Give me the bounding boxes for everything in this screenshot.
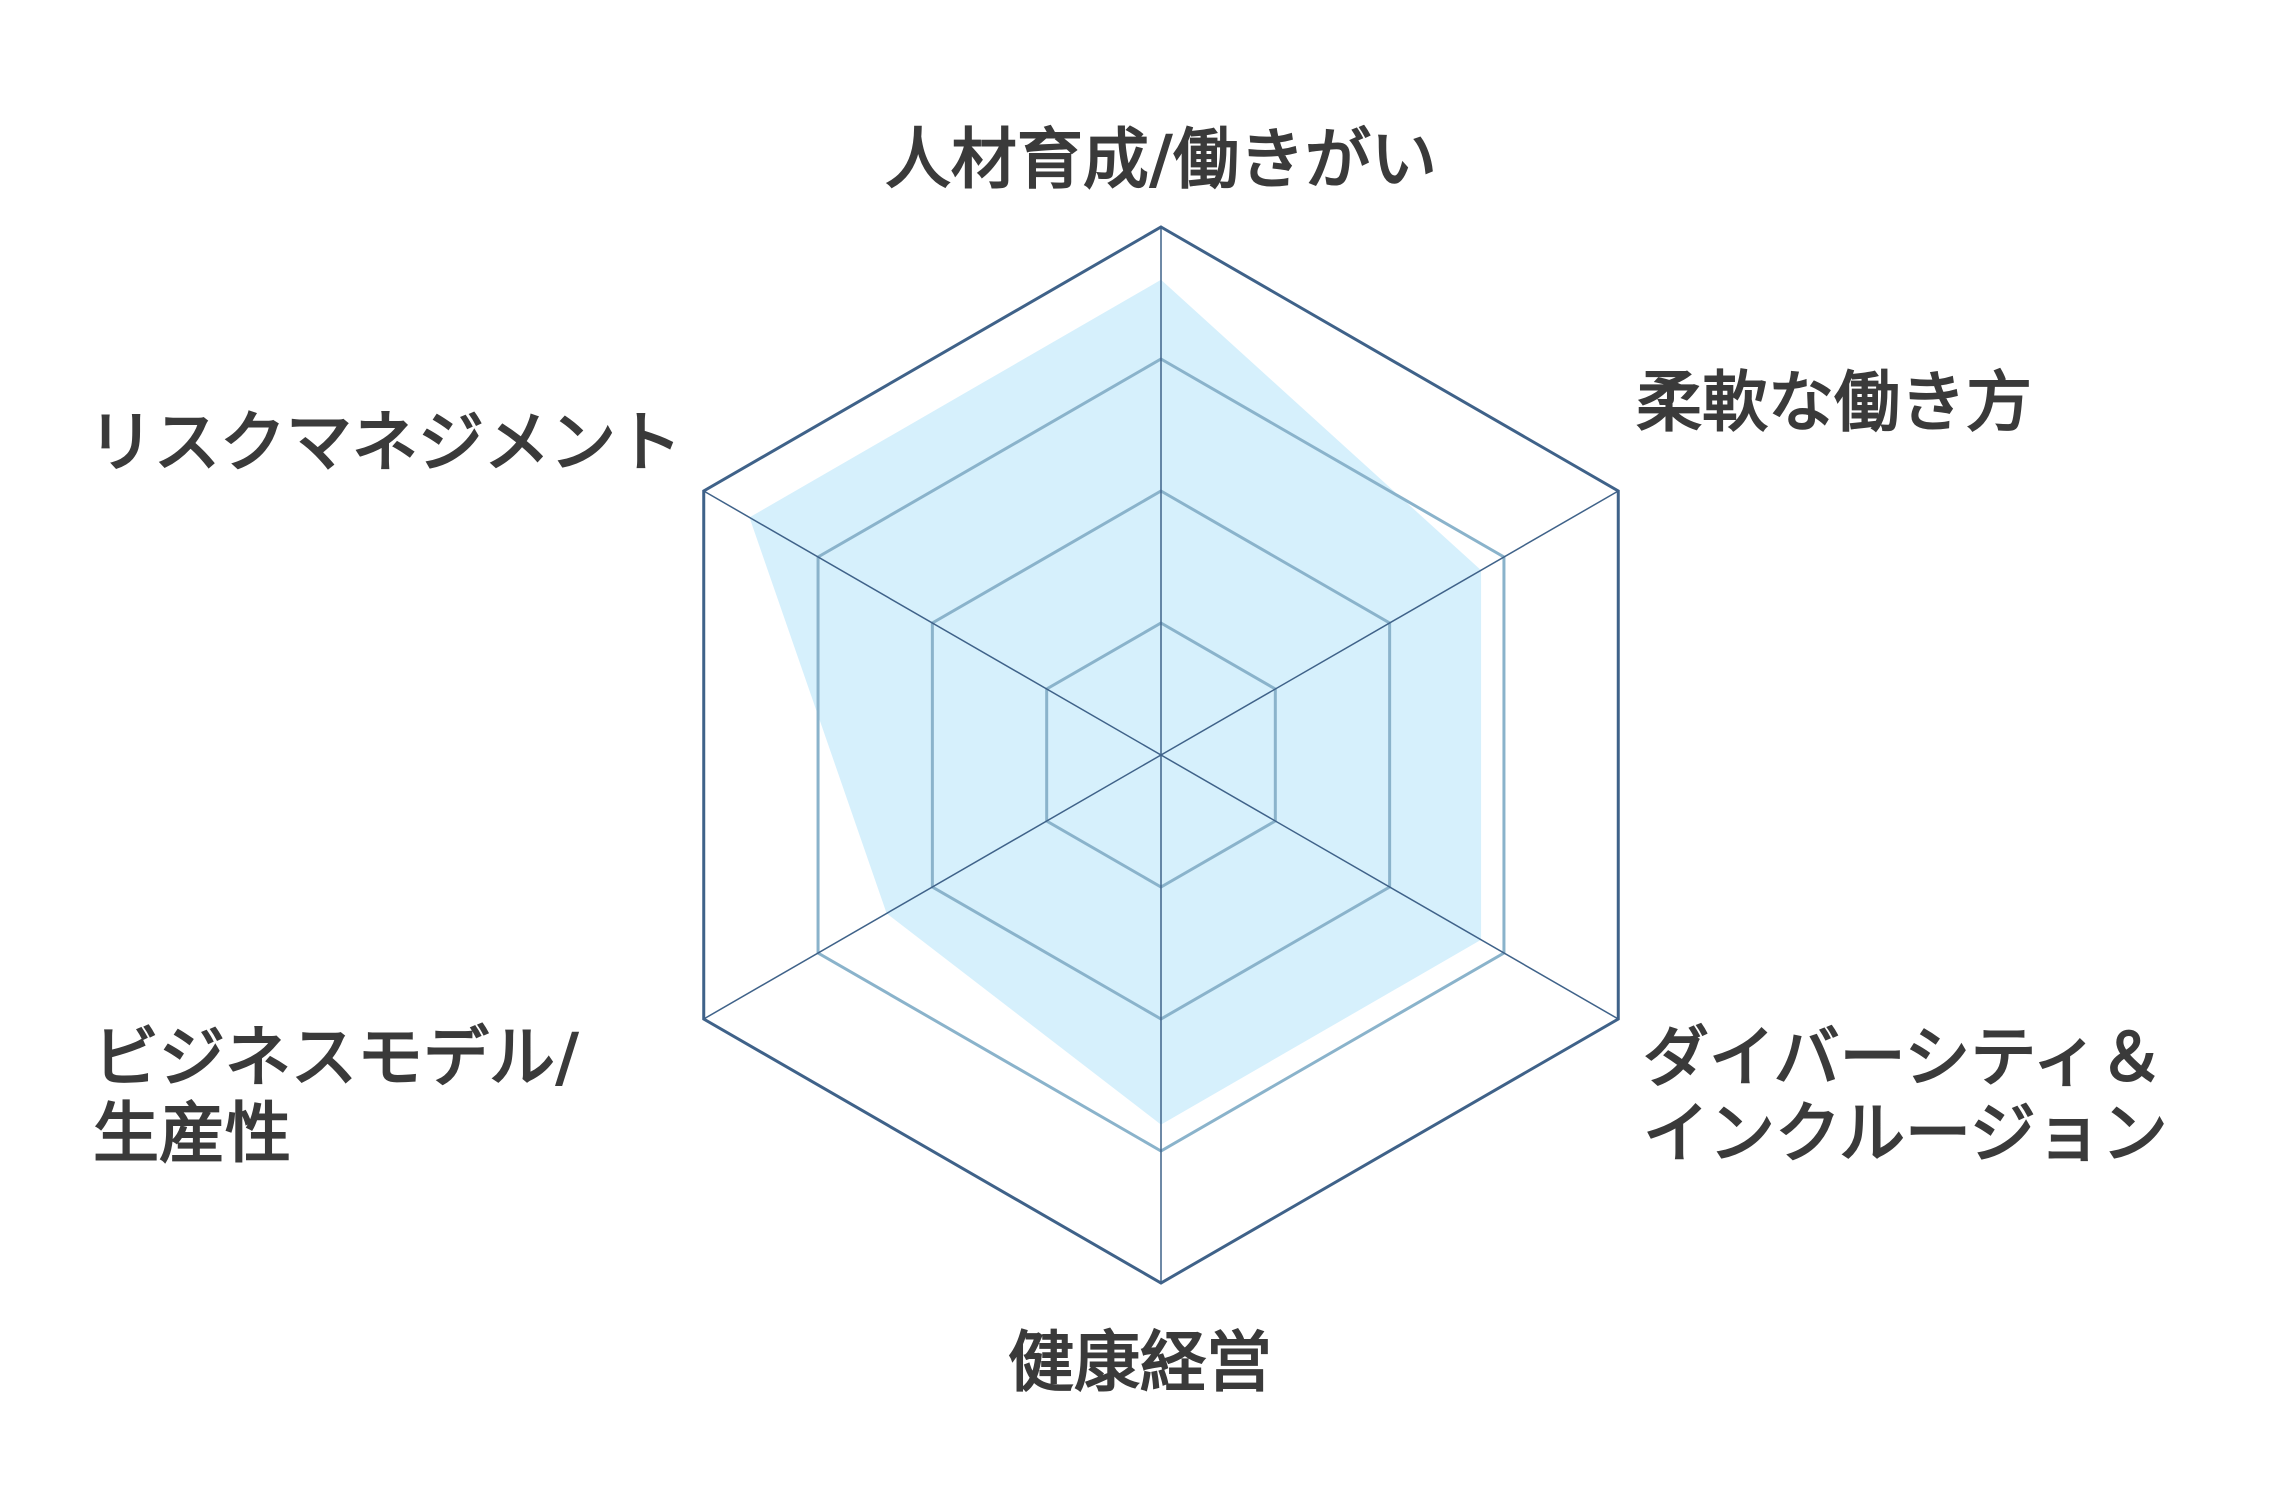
axis-label-4-line-0: ビジネスモデル/ — [93, 1019, 580, 1096]
axis-label-2-line-1: インクルージョン — [1643, 1095, 2168, 1172]
axis-label-5-line-0: リスクマネジメント — [88, 404, 682, 481]
spoke-4 — [703, 754, 1162, 1020]
axis-label-5: リスクマネジメント — [88, 404, 682, 481]
axis-label-0-line-0: 人材育成/働きがい — [885, 121, 1437, 198]
spoke-layer — [703, 227, 1619, 1283]
axis-label-3-line-0: 健康経営 — [1008, 1324, 1272, 1401]
axis-label-1: 柔軟な働き方 — [1636, 364, 2032, 441]
axis-label-0: 人材育成/働きがい — [885, 121, 1437, 198]
series-area-0 — [749, 279, 1482, 1125]
axis-label-4-line-1: 生産性 — [93, 1095, 291, 1172]
spoke-1 — [1160, 490, 1619, 756]
spoke-5 — [703, 490, 1162, 756]
series-area-layer — [749, 279, 1482, 1125]
axis-label-2: ダイバーシティ＆インクルージョン — [1643, 1019, 2168, 1172]
spoke-2 — [1160, 754, 1619, 1020]
axis-label-3: 健康経営 — [1008, 1324, 1272, 1401]
axis-label-4: ビジネスモデル/生産性 — [93, 1019, 580, 1172]
axis-label-2-line-0: ダイバーシティ＆ — [1643, 1019, 2164, 1096]
axis-label-1-line-0: 柔軟な働き方 — [1636, 364, 2032, 441]
